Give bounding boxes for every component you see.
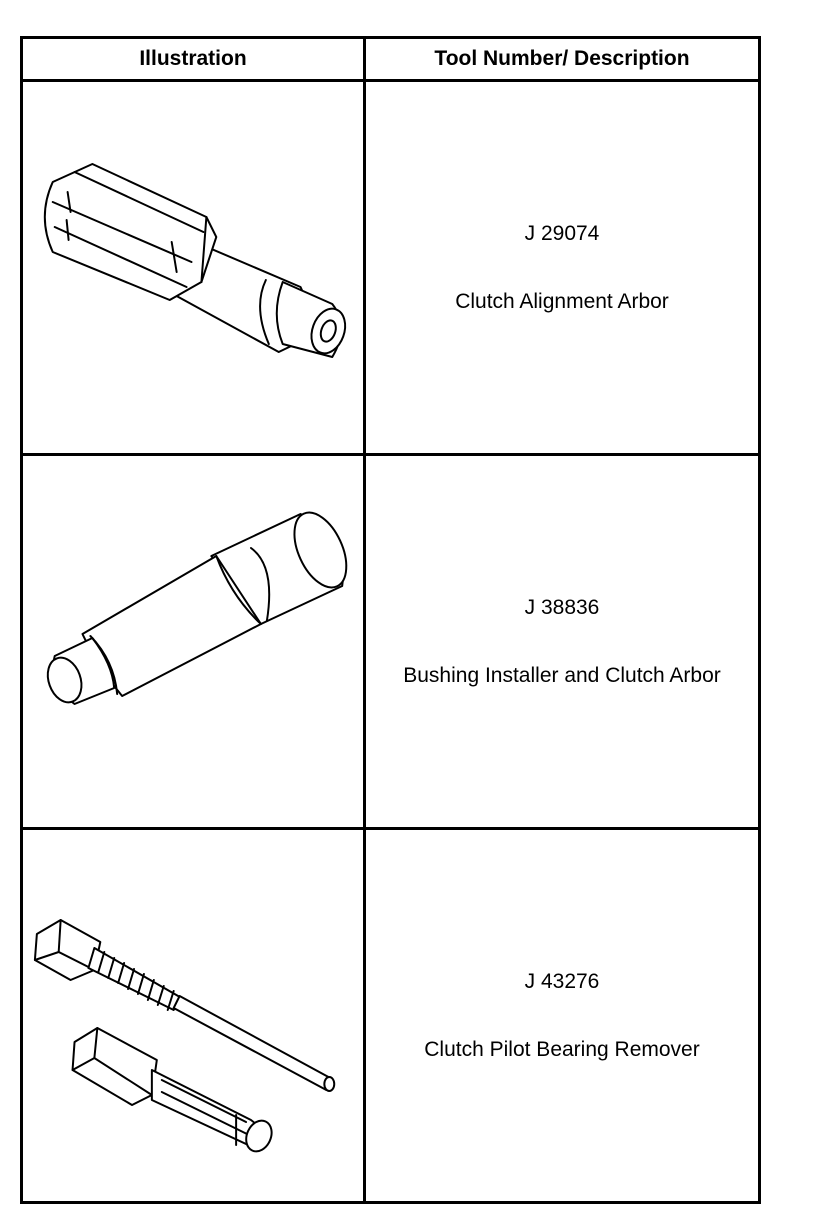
table-row: J 29074 Clutch Alignment Arbor [20,79,761,456]
tool-number: J 43276 [524,970,600,994]
tool-table: Illustration Tool Number/ Description [20,36,761,1204]
tool-number: J 29074 [524,222,600,246]
bushing-installer-clutch-arbor-icon [46,511,348,705]
table-row: J 43276 Clutch Pilot Bearing Remover [20,827,761,1204]
header-illustration: Illustration [20,36,366,82]
table-row: J 38836 Bushing Installer and Clutch Arb… [20,453,761,830]
table-header-row: Illustration Tool Number/ Description [20,36,761,82]
header-tool-number-description: Tool Number/ Description [363,36,761,82]
tool-description-cell: J 43276 Clutch Pilot Bearing Remover [363,827,761,1204]
clutch-pilot-bearing-remover-icon [33,919,336,1153]
tool-number: J 38836 [524,596,600,620]
tool-description-cell: J 38836 Bushing Installer and Clutch Arb… [363,453,761,830]
tool-description: Clutch Pilot Bearing Remover [424,1037,700,1061]
tool-description: Clutch Alignment Arbor [455,289,669,313]
clutch-alignment-arbor-icon [43,163,347,358]
tool-description: Bushing Installer and Clutch Arbor [403,663,721,687]
illustration-cell [20,79,366,456]
tool-description-cell: J 29074 Clutch Alignment Arbor [363,79,761,456]
illustration-cell [20,453,366,830]
illustration-cell [20,827,366,1204]
